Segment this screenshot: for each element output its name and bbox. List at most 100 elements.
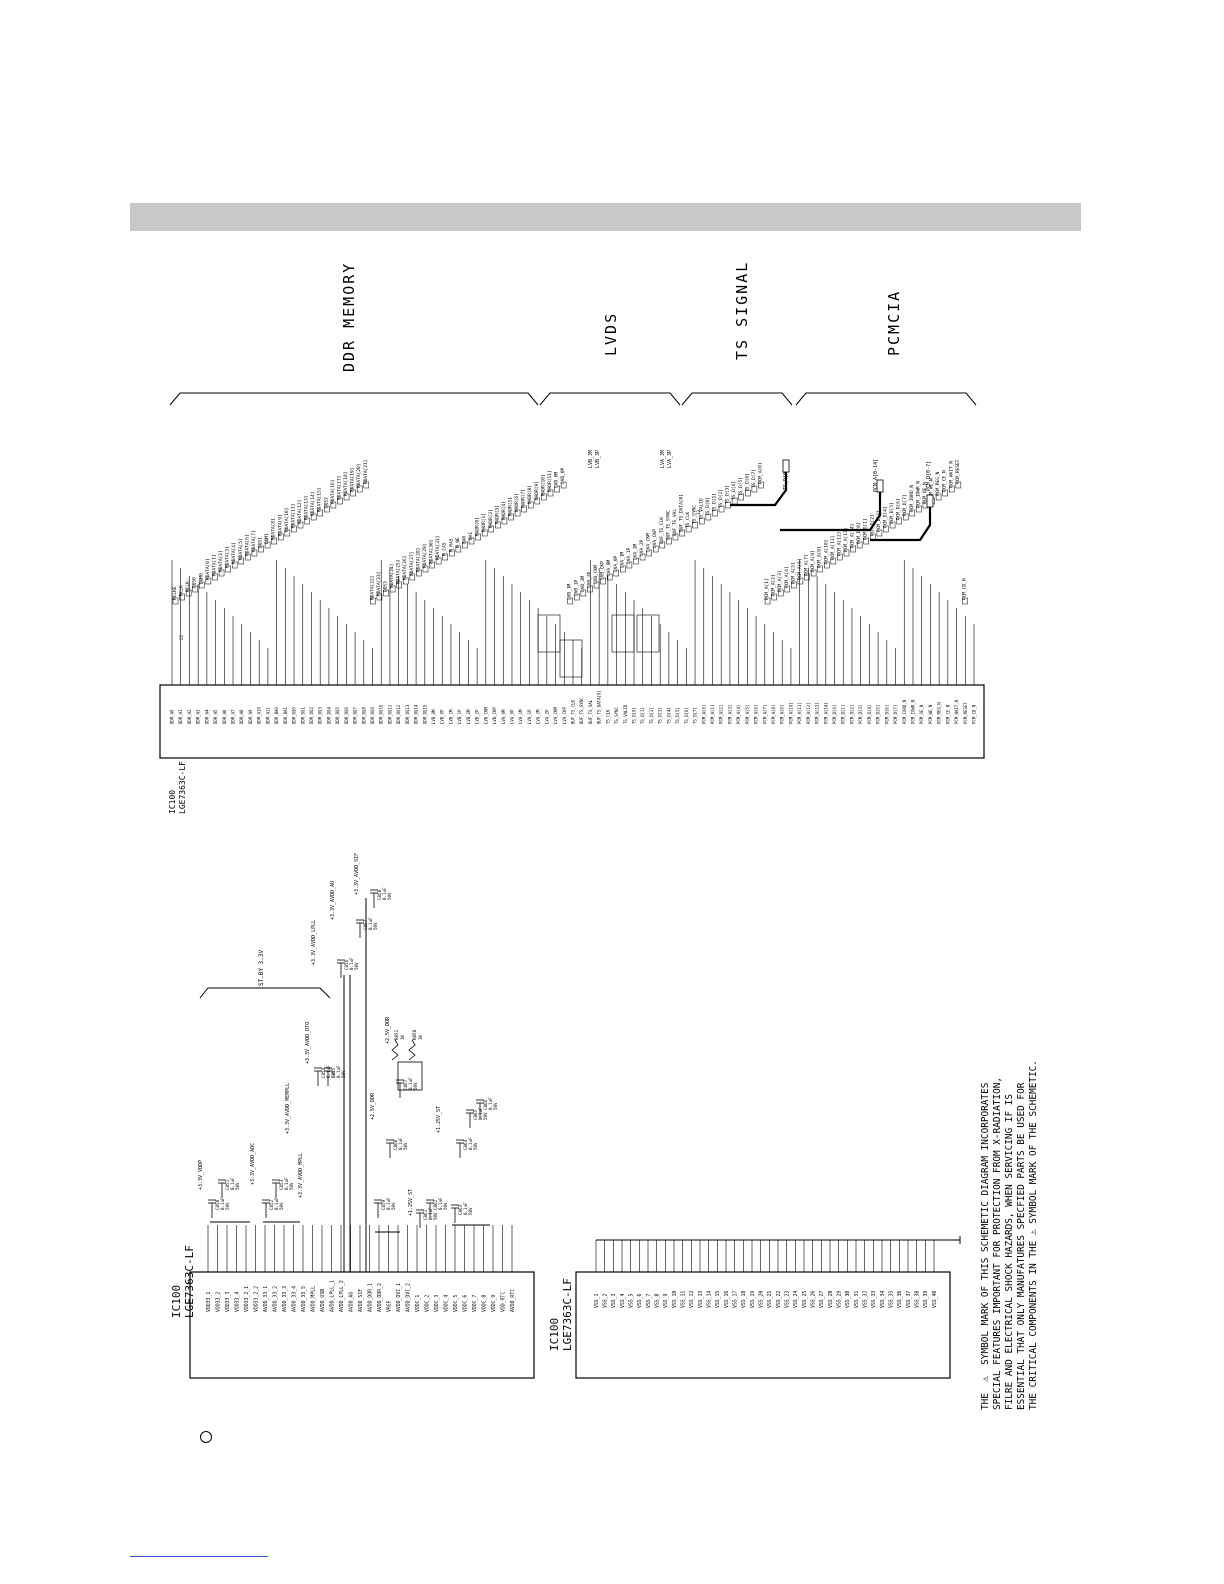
- cap-voltage: 50V: [373, 922, 378, 930]
- net-label: PCM_A[1]: [764, 578, 770, 600]
- net-label: PCM_A[10]: [823, 540, 829, 564]
- vss-pin-label: VSS_33: [871, 1291, 877, 1308]
- net-label: LVA_2P: [639, 539, 645, 556]
- top-pin-label: LVA_CKP: [562, 707, 567, 724]
- net-port: [699, 517, 705, 525]
- net-port: [633, 557, 639, 565]
- net-label: MDATA[31]: [435, 536, 441, 560]
- net-label: MADR[2]: [488, 509, 494, 528]
- net-port: [580, 589, 587, 597]
- cap-voltage: 50V: [289, 1182, 294, 1190]
- top-pin-label: PCM_RESET: [963, 702, 968, 724]
- power-pin-label: AVDD_33_5: [301, 1286, 307, 1312]
- net-label: BA1: [468, 532, 474, 540]
- net-port: [659, 541, 666, 549]
- net-label: PCM_A[2]: [771, 574, 777, 596]
- footer-link[interactable]: [130, 1556, 268, 1557]
- cap-voltage: 50V: [235, 1182, 240, 1190]
- net-port: [199, 581, 205, 589]
- top-pin-label: PCM_D[2]: [849, 705, 854, 724]
- top-pin-label: DDR_A7: [231, 709, 236, 724]
- top-pin-label: PCM_A[3]: [727, 705, 732, 724]
- power-pin-label: AVDD_MPLL: [310, 1286, 316, 1312]
- net-label: TS_D[7]: [751, 469, 757, 488]
- net-label: MDATA[16]: [330, 480, 336, 504]
- net-port: [231, 561, 238, 569]
- net-label: MDATA[26]: [402, 556, 408, 580]
- warning-note: THE ⚠ SYMBOL MARK OF THIS SCHEMETIC DIAG…: [980, 1060, 1039, 1410]
- top-pin-label: DDR_DQ1: [300, 707, 305, 724]
- reference-circle: [200, 1431, 212, 1443]
- net-label: MDATA[25]: [396, 560, 402, 584]
- net-label: TS_D[1]: [711, 493, 717, 512]
- vss-pin-label: VSS_17: [732, 1291, 738, 1308]
- cap-value: 0.1uF: [478, 1107, 483, 1120]
- net-port: [429, 561, 435, 569]
- net-label: MCLK-: [185, 578, 191, 592]
- ground-chip-body: [575, 1271, 951, 1379]
- top-pin-label: DDR_DQ14: [414, 704, 419, 724]
- power-pin-label: VDD33_2_2: [253, 1286, 259, 1312]
- net-port: [646, 549, 652, 557]
- net-label: TS_D[0]: [705, 497, 711, 516]
- net-label: PCM_A[0]: [757, 462, 763, 484]
- resistor-ref: R850: [412, 1029, 417, 1040]
- net-port: [909, 509, 916, 517]
- cap-value: 0.1uF: [428, 1207, 433, 1220]
- net-label: PCM_D[4]: [882, 506, 888, 528]
- net-label: PCM_A[8]: [810, 550, 816, 572]
- net-label: PCM_WAIT_N: [948, 461, 954, 488]
- net-label: MCLKE: [172, 586, 178, 600]
- net-port: [475, 533, 481, 541]
- vss-pin-label: VSS_13: [698, 1291, 704, 1308]
- power-pin-label: AVDD_LPLL_1: [329, 1280, 335, 1312]
- net-port: [330, 501, 337, 509]
- top-pin-label: TS_VALID: [623, 704, 628, 724]
- top-pin-label: LVA_2M: [536, 709, 541, 724]
- net-label: MDATA[10]: [284, 508, 290, 532]
- net-port: [284, 529, 291, 537]
- top-pin-label: TS_D[2]: [649, 707, 654, 724]
- brace-pcmcia: [795, 392, 977, 406]
- top-pin-label: LVB_2M: [466, 709, 471, 724]
- top-pin-label: LVB_CKP: [492, 707, 497, 724]
- net-label: DQM0: [198, 573, 204, 584]
- net-port: [639, 553, 646, 561]
- top-pin-label: LVA_1P: [527, 709, 532, 724]
- vss-pin-label: VSS_10: [672, 1291, 678, 1308]
- net-port: [824, 561, 830, 569]
- net-port: [593, 581, 600, 589]
- top-pin-label: LVA_1M: [518, 709, 523, 724]
- vss-pin-label: VSS_40: [932, 1291, 938, 1308]
- top-pin-label: DDR_BA1: [283, 707, 288, 724]
- net-port: [751, 485, 758, 493]
- cap-value: 0.1uF: [468, 1137, 473, 1150]
- top-pin-label: PCM_A[8]: [771, 705, 776, 724]
- net-port: [962, 597, 968, 605]
- power-pin-label: AVDD_33_2: [272, 1286, 278, 1312]
- bus-ts-trunk: [730, 470, 788, 507]
- net-port: [527, 501, 534, 509]
- vss-pin-label: VSS_21: [767, 1291, 773, 1308]
- net-port: [514, 509, 521, 517]
- net-label: LVB_0M: [554, 471, 560, 488]
- top-pin-label: LVB_0P: [440, 709, 445, 724]
- cap-voltage: 50V: [413, 1082, 418, 1090]
- vss-pin-label: VSS_2: [602, 1293, 608, 1308]
- net-label: MDATA[4]: [231, 542, 237, 564]
- top-pin-label: DDR_A1: [178, 709, 183, 724]
- net-label: MDATA[21]: [363, 460, 369, 484]
- net-label: PCM_WE_N: [929, 478, 935, 500]
- net-label: BA0: [461, 536, 467, 544]
- net-label: MDATA[28]: [415, 548, 421, 572]
- net-label: MDATA[7]: [251, 530, 257, 552]
- top-pin-label: LVB_1P: [457, 709, 462, 724]
- net-label: LVA_0P: [613, 555, 619, 572]
- top-pin-label: PCM_IORD_N: [902, 699, 907, 724]
- top-pin-label: DDR_DQ6: [344, 707, 349, 724]
- net-port: [574, 593, 580, 601]
- top-pin-label: PCM_D[4]: [867, 705, 872, 724]
- net-label: MDATA[3]: [225, 546, 231, 568]
- net-port: [350, 489, 356, 497]
- power-pin-label: VDD_RTC: [500, 1292, 506, 1312]
